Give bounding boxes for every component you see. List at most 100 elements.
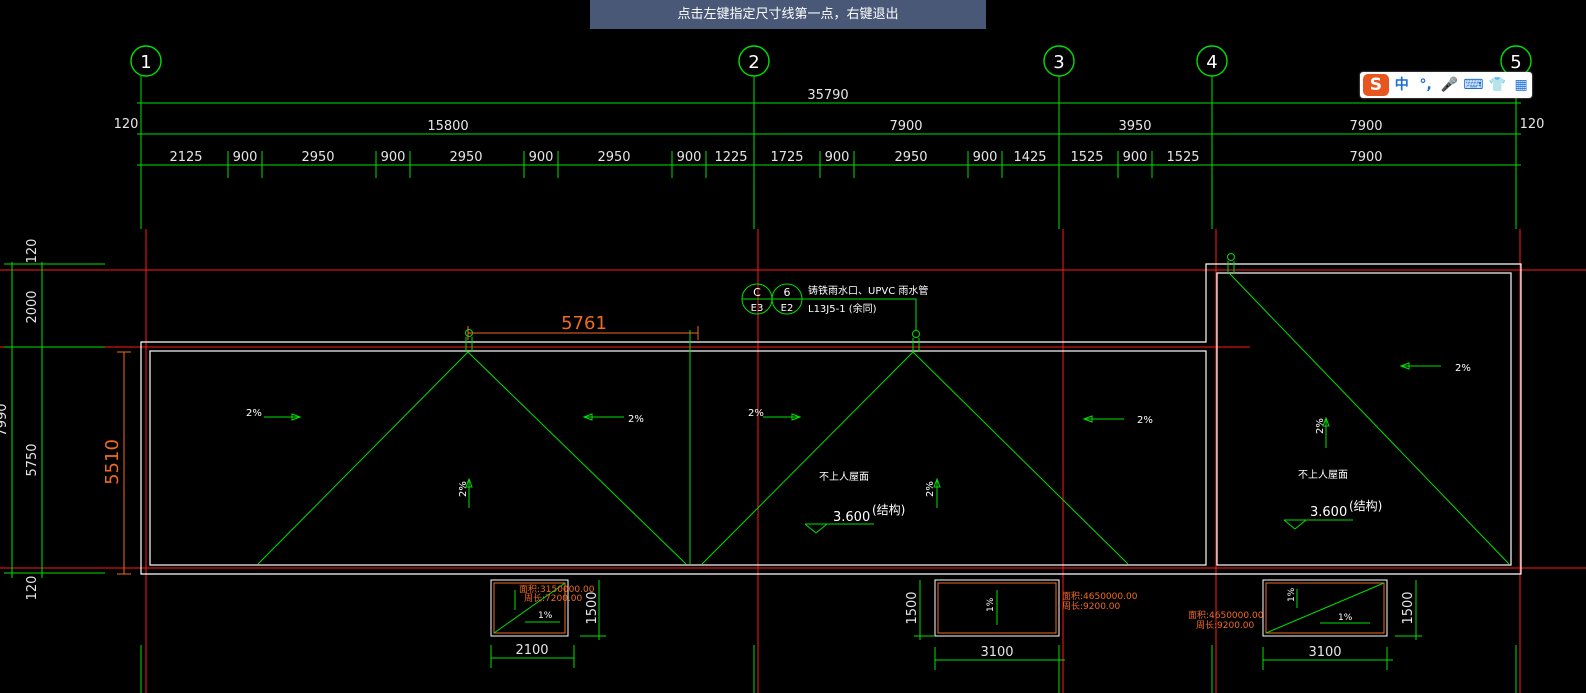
axis-bubbles: 1 2 3 4 5 <box>130 45 1532 77</box>
axis-grid-red <box>0 229 1586 693</box>
microphone-icon[interactable]: 🎤 <box>1440 77 1459 93</box>
svg-text:7900: 7900 <box>1349 150 1382 165</box>
outer-wall-outline[interactable] <box>140 263 1522 575</box>
svg-text:120: 120 <box>25 576 40 601</box>
svg-text:铸铁雨水口、UPVC 雨水管: 铸铁雨水口、UPVC 雨水管 <box>808 284 928 297</box>
svg-text:面积:3150000.00: 面积:3150000.00 <box>519 583 595 595</box>
svg-text:不上人屋面: 不上人屋面 <box>1298 469 1348 481</box>
roof-ridge-lines <box>257 273 1510 565</box>
roof-annotations: 不上人屋面 不上人屋面 3.600 (结构) 3.600 (结构) <box>819 469 1382 525</box>
canopy-3[interactable] <box>1262 579 1388 637</box>
svg-text:2%: 2% <box>246 408 262 419</box>
svg-text:7900: 7900 <box>1349 119 1382 134</box>
svg-text:1225: 1225 <box>714 150 747 165</box>
command-prompt-tip: 点击左键指定尺寸线第一点，右键退出 <box>590 0 986 29</box>
skin-icon[interactable]: 👕 <box>1488 77 1506 93</box>
svg-text:2%: 2% <box>628 414 644 425</box>
left-dimension-texts: 120 2000 5750 120 7990 <box>0 239 40 601</box>
svg-text:3100: 3100 <box>1308 645 1341 660</box>
svg-text:1%: 1% <box>1338 613 1353 623</box>
axis-extensions <box>140 76 1517 693</box>
drain-callout[interactable]: C E3 6 E2 铸铁雨水口、UPVC 雨水管 L13J5-1 (余同) <box>741 283 928 330</box>
canopy-slope-labels: 1% 1% 1% 1% <box>538 587 1353 623</box>
svg-text:3.600: 3.600 <box>1310 505 1347 520</box>
svg-text:15800: 15800 <box>427 119 468 134</box>
active-measure <box>117 326 699 575</box>
canopy-1[interactable] <box>490 579 569 637</box>
svg-text:L13J5-1 (余同): L13J5-1 (余同) <box>808 302 877 315</box>
svg-text:2950: 2950 <box>301 150 334 165</box>
svg-text:900: 900 <box>529 150 554 165</box>
svg-text:周长:7200.00: 周长:7200.00 <box>524 592 583 604</box>
svg-text:3950: 3950 <box>1118 119 1151 134</box>
roof-area-right[interactable] <box>1216 272 1512 566</box>
svg-text:900: 900 <box>677 150 702 165</box>
svg-text:2%: 2% <box>925 481 936 497</box>
svg-text:1525: 1525 <box>1166 150 1199 165</box>
svg-text:1525: 1525 <box>1070 150 1103 165</box>
axis-label: 1 <box>140 52 151 73</box>
roof-drains <box>465 253 1235 352</box>
canopy-2[interactable] <box>934 579 1060 637</box>
svg-text:(结构): (结构) <box>1349 498 1382 513</box>
svg-text:2%: 2% <box>748 408 764 419</box>
axis-bubble-1[interactable]: 1 <box>130 45 162 77</box>
svg-text:120: 120 <box>114 117 139 132</box>
slope-arrows <box>264 362 1441 508</box>
svg-text:2100: 2100 <box>515 643 548 658</box>
lang-toggle[interactable]: 中 <box>1394 77 1409 93</box>
svg-text:2125: 2125 <box>169 150 202 165</box>
ime-toolbar[interactable]: S 中 °, 🎤 ⌨ 👕 ▦ <box>1360 72 1532 98</box>
sogou-logo-icon[interactable]: S <box>1363 74 1389 96</box>
elevation-markers <box>804 519 1353 534</box>
svg-text:2%: 2% <box>1455 363 1471 374</box>
drain-icon[interactable] <box>912 330 920 338</box>
roof-outlines <box>140 263 1522 575</box>
svg-text:1725: 1725 <box>770 150 803 165</box>
svg-text:2950: 2950 <box>597 150 630 165</box>
svg-text:面积:4650000.00: 面积:4650000.00 <box>1062 590 1138 602</box>
axis-bubble-2[interactable]: 2 <box>738 45 770 77</box>
svg-text:900: 900 <box>1123 150 1148 165</box>
axis-bubble-4[interactable]: 4 <box>1196 45 1228 77</box>
svg-text:120: 120 <box>1520 117 1545 132</box>
bottom-dimension-lines <box>490 580 1422 670</box>
top-dimension-texts: 35790 120 120 15800 7900 3950 7900 2125 … <box>114 88 1545 165</box>
svg-text:3.600: 3.600 <box>833 510 870 525</box>
keyboard-icon[interactable]: ⌨ <box>1463 77 1484 93</box>
svg-text:E3: E3 <box>751 303 764 314</box>
svg-text:6: 6 <box>784 286 791 299</box>
axis-label: 3 <box>1053 52 1064 73</box>
svg-text:不上人屋面: 不上人屋面 <box>819 471 869 483</box>
toolbox-icon[interactable]: ▦ <box>1514 77 1528 93</box>
svg-text:周长:9200.00: 周长:9200.00 <box>1062 600 1121 612</box>
roof-area-left[interactable] <box>149 350 1207 566</box>
svg-text:(结构): (结构) <box>872 502 905 517</box>
punctuation-toggle[interactable]: °, <box>1419 77 1432 93</box>
svg-text:900: 900 <box>233 150 258 165</box>
svg-text:2000: 2000 <box>25 290 40 323</box>
svg-text:7990: 7990 <box>0 403 10 436</box>
axis-label: 5 <box>1510 52 1521 73</box>
svg-text:900: 900 <box>825 150 850 165</box>
svg-text:E2: E2 <box>781 303 794 314</box>
svg-text:1500: 1500 <box>905 591 920 624</box>
axis-label: 4 <box>1206 52 1217 73</box>
left-dimension-lines <box>4 262 105 578</box>
svg-text:7900: 7900 <box>889 119 922 134</box>
drain-icon[interactable] <box>1227 253 1235 261</box>
svg-text:900: 900 <box>381 150 406 165</box>
svg-text:120: 120 <box>25 239 40 264</box>
svg-text:1%: 1% <box>538 611 553 621</box>
svg-text:1%: 1% <box>1287 587 1297 602</box>
svg-text:35790: 35790 <box>807 88 848 103</box>
svg-text:1500: 1500 <box>585 591 600 624</box>
measure-vertical-value: 5510 <box>102 439 123 485</box>
svg-text:2950: 2950 <box>894 150 927 165</box>
svg-text:1500: 1500 <box>1401 591 1416 624</box>
svg-text:900: 900 <box>973 150 998 165</box>
svg-text:1425: 1425 <box>1013 150 1046 165</box>
svg-text:周长:9200.00: 周长:9200.00 <box>1196 619 1255 631</box>
axis-bubble-3[interactable]: 3 <box>1043 45 1075 77</box>
